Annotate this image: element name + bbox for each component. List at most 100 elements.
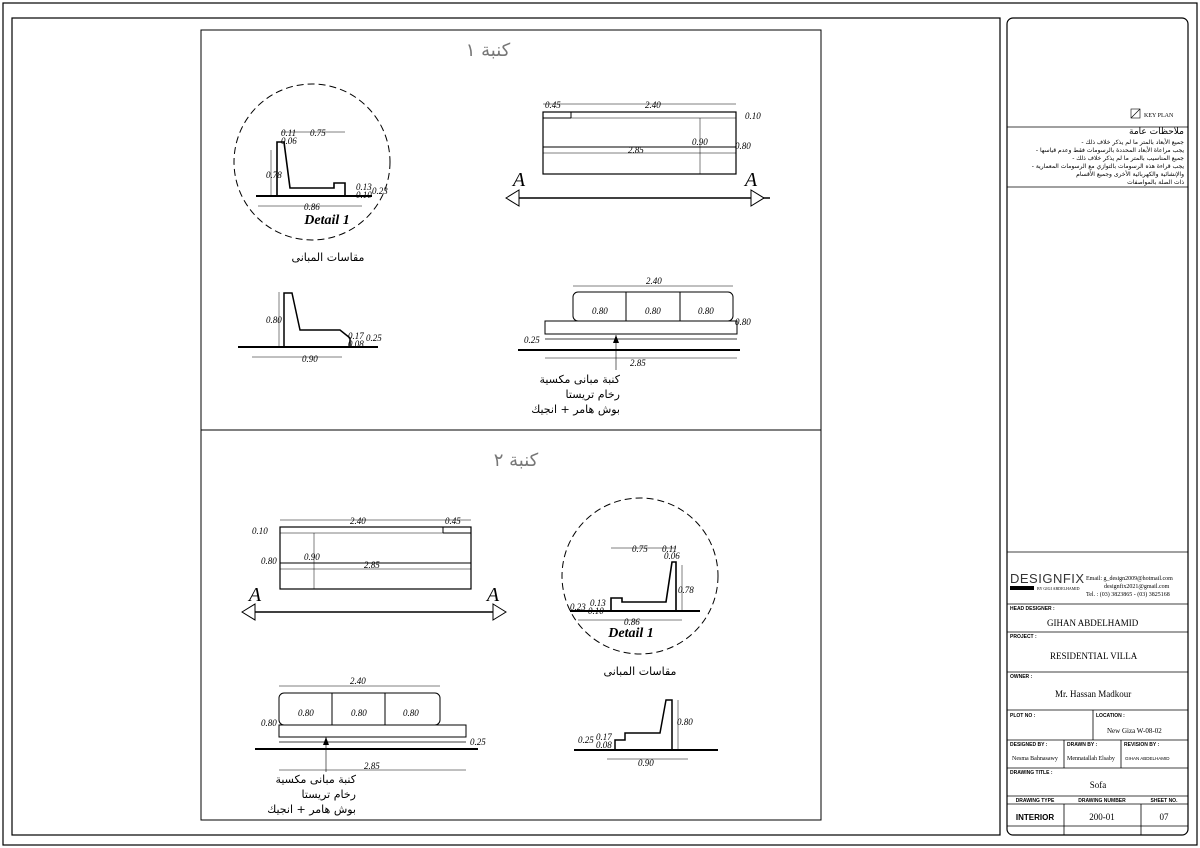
dim-label: 0.80 (298, 708, 314, 718)
dim-label: 0.23 (372, 186, 388, 196)
note-item: - يجب قراءة هذه الرسومات بالتوازي مع الر… (1032, 163, 1185, 170)
dim-label: 0.10 (356, 190, 372, 200)
project-value: RESIDENTIAL VILLA (1050, 651, 1138, 661)
dim-label: 0.75 (632, 544, 648, 554)
sofa-elevation-top (518, 285, 740, 370)
sofa-plan-top (505, 103, 770, 207)
location-value: New Giza W-08-02 (1107, 727, 1162, 735)
logo-bar (1010, 586, 1034, 590)
main-panel (200, 29, 822, 821)
note-item: - جميع المناسيب بالمتر ما لم يذكر خلاف ذ… (1072, 155, 1184, 162)
dim-label: 0.25 (524, 335, 540, 345)
dim-label: 0.80 (735, 141, 751, 151)
sofa-elevation-bottom (255, 685, 478, 772)
drawing-title-label: DRAWING TITLE : (1010, 770, 1053, 776)
dim-label: 0.78 (266, 170, 282, 180)
dim-label: 0.25 (366, 333, 382, 343)
sofa-plan-bottom (241, 519, 507, 621)
dim-label: 0.10 (252, 526, 268, 536)
note-item: - جميع الأبعاد بالمتر ما لم يذكر خلاف ذل… (1081, 138, 1184, 146)
designed-label: DESIGNED BY : (1010, 742, 1048, 748)
dim-label: 0.80 (261, 556, 277, 566)
dim-label: 0.90 (304, 552, 320, 562)
dim-label: 2.85 (628, 145, 644, 155)
dim-label: 0.80 (677, 717, 693, 727)
dim-label: 0.78 (678, 585, 694, 595)
dim-label: 0.08 (348, 339, 364, 349)
sofa-section-bottom (574, 699, 718, 760)
dim-label: 0.10 (745, 111, 761, 121)
drawn-value: Mennatallah Elsaby (1067, 756, 1115, 762)
designed-value: Nesma Bahnasawy (1012, 756, 1058, 762)
revision-label: REVISION BY : (1124, 742, 1160, 748)
note-item: - يجب مراعاة الأبعاد المحددة بالرسومات ف… (1036, 146, 1184, 154)
plot-label: PLOT NO : (1010, 713, 1036, 719)
detail-profile-top (256, 141, 372, 197)
drawing-type-value: INTERIOR (1016, 813, 1054, 822)
detail-profile-bottom (570, 561, 700, 612)
project-label: PROJECT : (1010, 634, 1037, 640)
owner-label: OWNER : (1010, 674, 1033, 680)
contact-email: Email: g_design2009@hotmail.com (1086, 576, 1173, 582)
dim-label: 0.75 (310, 128, 326, 138)
detail-label-bottom: Detail 1 (607, 626, 654, 641)
subtitle-building-top: مقاسات المبانى (292, 251, 365, 264)
section-mark-left: A (247, 584, 262, 606)
detail-circle-top (233, 83, 391, 241)
note-item: والإنشائية والكهربائية الأخرى وجميع الأق… (1076, 170, 1184, 178)
key-plan-icon (1130, 108, 1141, 119)
dim-label: 0.13 (590, 598, 606, 608)
dim-label: 0.11 (281, 128, 296, 138)
dim-label: 0.80 (261, 718, 277, 728)
detail-label-top: Detail 1 (303, 213, 350, 228)
owner-value: Mr. Hassan Madkour (1055, 689, 1131, 699)
dim-label: 0.17 (348, 331, 364, 341)
dim-label: 0.90 (638, 758, 654, 768)
dim-label: 0.90 (692, 137, 708, 147)
drawing-number-label: DRAWING NUMBER (1078, 798, 1126, 804)
dim-label: 0.10 (588, 606, 604, 616)
sofa-section-top (238, 292, 378, 358)
dim-label: 0.80 (698, 306, 714, 316)
dim-label: 2.85 (364, 761, 380, 771)
note-item: ذات الصلة بالمواصفات (1127, 179, 1184, 186)
dim-label: 0.25 (470, 737, 486, 747)
sheet-no-value: 07 (1160, 812, 1170, 822)
dim-label: 2.85 (364, 560, 380, 570)
dim-label: 0.23 (570, 602, 586, 612)
dim-label: 0.11 (662, 544, 677, 554)
subtitle-building-bottom: مقاسات المبانى (604, 665, 677, 678)
top-title: كنبة ١ (466, 40, 511, 61)
dim-label: 0.17 (596, 732, 612, 742)
key-plan-label: KEY PLAN (1144, 113, 1174, 119)
location-label: LOCATION : (1096, 713, 1125, 719)
logo-text: DESIGNFIX (1010, 571, 1085, 586)
dim-label: 0.90 (302, 354, 318, 364)
dim-label: 0.45 (545, 100, 561, 110)
note-line: كنبة مبانى مكسية (275, 773, 356, 786)
drawing-number-value: 200-01 (1089, 812, 1115, 822)
dim-label: 2.40 (646, 276, 662, 286)
key-plan-icon-diag (1130, 108, 1141, 119)
logo-subtext: BY GIGI ABDELHAMID (1037, 586, 1080, 591)
dim-label: 0.08 (596, 740, 612, 750)
dim-label: 0.13 (356, 182, 372, 192)
dim-label: 2.40 (350, 676, 366, 686)
dim-label: 0.86 (624, 617, 640, 627)
sheet-no-label: SHEET NO. (1151, 798, 1179, 804)
dim-label: 0.06 (664, 551, 680, 561)
dim-label: 2.40 (645, 100, 661, 110)
drawing-type-label: DRAWING TYPE (1016, 798, 1055, 804)
revision-value: GIHAN ABDELHAMID (1125, 756, 1170, 761)
contact-email: designfix2021@gmail.com (1104, 583, 1170, 590)
section-mark-right: A (743, 169, 758, 191)
section-mark-left: A (511, 169, 526, 191)
drawing-title-value: Sofa (1090, 780, 1107, 790)
dim-label: 0.80 (351, 708, 367, 718)
dim-label: 0.06 (281, 136, 297, 146)
head-designer-label: HEAD DESIGNER : (1010, 606, 1055, 612)
dim-label: 0.80 (645, 306, 661, 316)
section-mark-right: A (485, 584, 500, 606)
detail-dims-top (258, 131, 362, 207)
note-line: بوش هامر + انجيك (267, 803, 356, 816)
